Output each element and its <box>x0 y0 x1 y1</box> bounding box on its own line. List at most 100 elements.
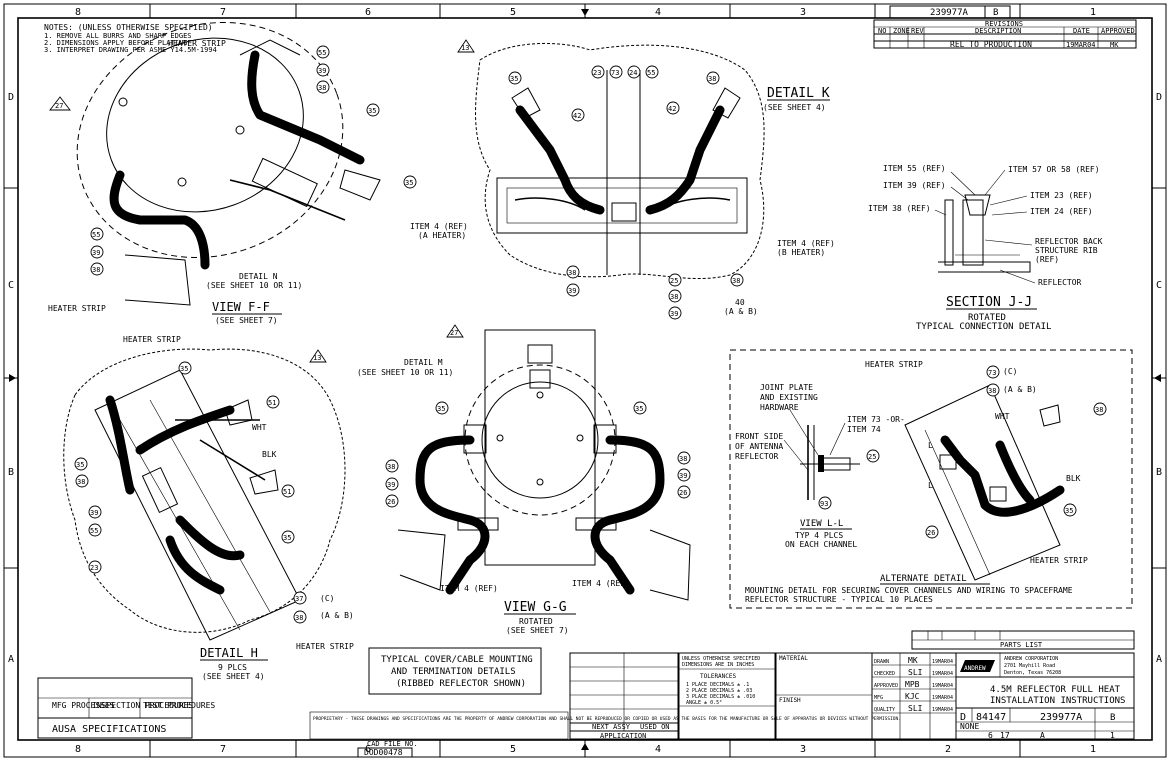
dwg-rev: B <box>1110 713 1115 723</box>
sig-date: 19MAR04 <box>932 659 953 665</box>
col-label: 7 <box>220 744 226 755</box>
ll-joint1: JOINT PLATE <box>760 383 813 392</box>
next-assy: NEXT ASSY <box>592 723 631 731</box>
left-spec-block: MFG PROCESSES INSPECTION PROCEDURES TEST… <box>37 677 215 739</box>
balloon-27: 27 <box>55 102 63 110</box>
col-label: 5 <box>510 7 516 18</box>
inner-border <box>17 17 1153 741</box>
col-label: 4 <box>655 7 661 18</box>
balloon-k73: 73 <box>611 69 619 77</box>
balloon-h38b: 38 <box>295 614 303 622</box>
section-jj-sub2: TYPICAL CONNECTION DETAIL <box>916 322 1051 332</box>
balloon-k35: 35 <box>510 75 518 83</box>
tol4: ANGLE ± 0.5° <box>686 700 722 706</box>
tol3: 3 PLACE DECIMALS ± .010 <box>686 694 755 700</box>
sheet-of: 6 <box>988 731 993 740</box>
balloon-k24: 24 <box>629 69 637 77</box>
dwg-title1: 4.5M REFLECTOR FULL HEAT <box>990 685 1121 695</box>
balloon-alt73: 73 <box>988 369 996 377</box>
h-heater-strip-top: HEATER STRIP <box>123 335 181 344</box>
view-ff-title: VIEW F-F <box>212 300 270 314</box>
spec-test: TEST PROCEDURES <box>143 701 215 710</box>
material-label: MATERIAL <box>779 655 808 662</box>
finish-label: FINISH <box>779 697 801 704</box>
balloon-h55: 55 <box>90 527 98 535</box>
jj-rb3: (REF) <box>1035 255 1059 264</box>
balloon-35b: 35 <box>405 179 413 187</box>
signature-block: DRAWN CHECKED APPROVED MFG QUALITY MK SL… <box>871 652 957 740</box>
cad-file-no: DOD00478 <box>364 748 403 757</box>
col-label: 6 <box>365 744 371 755</box>
view-gg-title: VIEW G-G <box>504 600 567 615</box>
balloon-k40: 40 <box>735 298 745 307</box>
view-ll-sub1: TYP 4 PLCS <box>795 531 843 540</box>
detail-h: HEATER STRIP HEATER STRIP WHT BLK (C) (A… <box>63 335 354 681</box>
role: APPROVED <box>874 683 898 689</box>
balloon-gg38b: 38 <box>679 455 687 463</box>
detail-k: DETAIL K (SEE SHEET 4) ITEM 4 (REF) (A H… <box>410 39 835 320</box>
ff-detail-n: DETAIL N <box>239 272 278 281</box>
ll-item73: ITEM 73 -OR- <box>847 415 905 424</box>
jj-item24: ITEM 24 (REF) <box>1030 207 1093 216</box>
balloon-alt38b: 38 <box>1095 406 1103 414</box>
section-jj: ITEM 55 (REF) ITEM 39 (REF) ITEM 38 (REF… <box>868 164 1103 332</box>
gg-item4-left: ITEM 4 (REF) <box>440 584 498 593</box>
view-ff: HEATER STRIP HEATER STRIP DETAIL N (SEE … <box>48 21 417 325</box>
balloon-k38d: 38 <box>732 277 740 285</box>
alt-heater-strip-top: HEATER STRIP <box>865 360 923 369</box>
sig-date: 19MAR04 <box>932 671 953 677</box>
dims-inches: DIMENSIONS ARE IN INCHES <box>682 662 754 668</box>
dwg-title2: INSTALLATION INSTRUCTIONS <box>990 696 1125 706</box>
alt-heater-strip-bottom: HEATER STRIP <box>1030 556 1088 565</box>
balloon-k38c: 38 <box>670 293 678 301</box>
balloon-h35c: 35 <box>76 461 84 469</box>
top-dwg-no: 239977A <box>930 8 969 18</box>
ll-joint3: HARDWARE <box>760 403 799 412</box>
ff-heater-strip: HEATER STRIP <box>168 39 226 48</box>
view-gg-sub1: ROTATED <box>519 617 553 626</box>
tol2: 2 PLACE DECIMALS ± .03 <box>686 688 752 694</box>
ll-front3: REFLECTOR <box>735 452 779 461</box>
application-block: NEXT ASSY USED ON APPLICATION <box>569 652 679 740</box>
balloon-gg27: 27 <box>450 329 458 337</box>
jj-rb1: REFLECTOR BACK <box>1035 237 1103 246</box>
section-jj-sub1: ROTATED <box>968 313 1006 323</box>
k-a-heater: (A HEATER) <box>418 231 466 240</box>
balloon-k25: 25 <box>670 277 678 285</box>
balloon-h23: 23 <box>90 564 98 572</box>
disclaimer: PROPRIETARY - THESE DRAWINGS AND SPECIFI… <box>309 711 901 758</box>
addr2: Denton, Texas 76208 <box>1004 670 1061 676</box>
k-b-heater: (B HEATER) <box>777 248 825 257</box>
jj-reflector: REFLECTOR <box>1038 278 1082 287</box>
view-gg-sub2: (SEE SHEET 7) <box>506 626 569 635</box>
alt-caption1: MOUNTING DETAIL FOR SECURING COVER CHANN… <box>745 586 1073 595</box>
scale: NONE <box>960 722 979 731</box>
top-title-tab: 239977A B <box>889 5 1011 19</box>
role: MFG <box>874 695 883 701</box>
tol1: 1 PLACE DECIMALS ± .1 <box>686 682 749 688</box>
balloon-k39: 39 <box>568 287 576 295</box>
sig-name: SLI <box>908 704 923 713</box>
balloon-h51: 51 <box>268 399 276 407</box>
balloon-gg39b: 39 <box>679 472 687 480</box>
jj-item39: ITEM 39 (REF) <box>883 181 946 190</box>
rev-desc: REL TO PRODUCTION <box>950 40 1032 49</box>
ff-heater-strip-lower: HEATER STRIP <box>48 304 106 313</box>
parts-list: PARTS LIST <box>911 630 1135 650</box>
spec-ausa: AUSA SPECIFICATIONS <box>52 724 166 735</box>
tolerance-block: UNLESS OTHERWISE SPECIFIED DIMENSIONS AR… <box>678 652 776 740</box>
rev-col: DATE <box>1073 27 1090 35</box>
alt-a-b: (A & B) <box>1003 385 1037 394</box>
row-label: B <box>8 467 14 478</box>
notes: NOTES: (UNLESS OTHERWISE SPECIFIED) 1. R… <box>44 23 217 54</box>
col-label: 3 <box>800 7 806 18</box>
notes-title: NOTES: (UNLESS OTHERWISE SPECIFIED) <box>44 23 213 32</box>
rev-col: REV <box>911 27 924 35</box>
sig-name: KJC <box>905 692 920 701</box>
row-label: C <box>1156 280 1162 291</box>
rev-col: ZONE <box>893 27 910 35</box>
typical-line1: TYPICAL COVER/CABLE MOUNTING <box>381 655 533 665</box>
view-ff-sub: (SEE SHEET 7) <box>215 316 278 325</box>
